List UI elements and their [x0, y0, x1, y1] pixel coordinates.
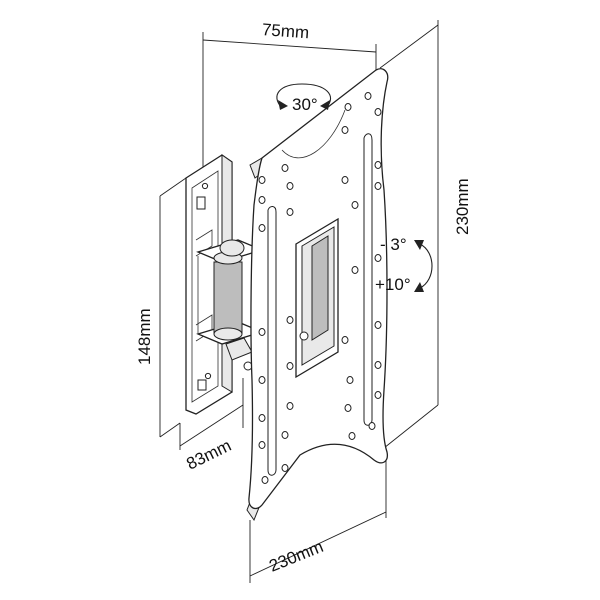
arm-knob-top: [219, 239, 245, 257]
arm-assembly: [196, 239, 264, 371]
label-tilt-down: - 3°: [380, 235, 407, 254]
tilt-arrow: [414, 240, 433, 292]
label-depth: 83mm: [183, 436, 234, 474]
tv-plate-slot-right: [363, 133, 373, 426]
wall-plate-screw-top: [201, 182, 209, 190]
wall-plate-screw-bottom: [204, 372, 212, 380]
swivel-arrow: [276, 83, 332, 110]
vesa-hole: [286, 316, 294, 324]
tilt-arrowhead-top: [414, 240, 424, 250]
label-left-height: 148mm: [135, 308, 154, 365]
right-ext-top: [379, 24, 439, 69]
vesa-hole: [348, 432, 356, 440]
vesa-hole: [258, 376, 266, 384]
vesa-hole: [374, 254, 382, 262]
tv-plate-slot-left: [267, 206, 277, 476]
vesa-hole: [374, 182, 382, 190]
vesa-hole: [258, 224, 266, 232]
vesa-hole: [374, 108, 382, 116]
vesa-hole: [344, 103, 352, 111]
vesa-hole: [261, 476, 269, 484]
label-top-width: 75mm: [261, 20, 309, 42]
wall-plate-slot-top: [196, 196, 206, 210]
arm-column: [213, 261, 243, 335]
vesa-hole: [281, 164, 289, 172]
tv-plate-center-screw: [299, 331, 309, 341]
label-bottom-width: 230mm: [266, 537, 326, 576]
label-swivel-angle: 30°: [292, 95, 318, 114]
vesa-hole: [368, 422, 376, 430]
vesa-hole: [258, 328, 266, 336]
vesa-hole: [286, 402, 294, 410]
left-ext-bottom: [159, 422, 181, 438]
vesa-hole: [344, 404, 352, 412]
dimension-lines: [159, 20, 439, 583]
label-tilt-up: +10°: [375, 275, 411, 294]
tv-plate: [246, 68, 389, 522]
right-ext-bottom: [383, 404, 439, 449]
vesa-hole: [341, 336, 349, 344]
vesa-hole: [258, 176, 266, 184]
vesa-hole: [258, 414, 266, 422]
vesa-hole: [374, 361, 382, 369]
vesa-hole: [286, 362, 294, 370]
vesa-hole: [351, 201, 359, 209]
vesa-hole: [258, 441, 266, 449]
vesa-hole: [374, 161, 382, 169]
vesa-hole: [281, 464, 289, 472]
vesa-hole: [281, 431, 289, 439]
wall-plate-slot-bottom: [197, 379, 207, 391]
arm-column-bottom: [213, 327, 243, 341]
vesa-hole: [341, 176, 349, 184]
swivel-arrowhead-left: [278, 100, 288, 110]
vesa-hole: [351, 266, 359, 274]
vesa-holes: [258, 92, 382, 484]
tv-plate-center-bracket: [311, 235, 329, 341]
tilt-arrowhead-bottom: [414, 282, 424, 292]
bottom-dimension-line: [249, 511, 387, 577]
swivel-arc: [276, 83, 332, 109]
tv-plate-notch-top: [281, 109, 346, 159]
vesa-hole: [286, 208, 294, 216]
vesa-hole: [341, 126, 349, 134]
depth-dimension-line: [179, 404, 244, 447]
swivel-arrowhead-right: [320, 100, 330, 110]
arm-screw: [243, 361, 253, 371]
vesa-hole: [258, 196, 266, 204]
wall-plate-inner: [191, 170, 219, 403]
label-right-height: 230mm: [453, 178, 472, 235]
vesa-hole: [374, 391, 382, 399]
vesa-hole: [374, 321, 382, 329]
tilt-arc: [419, 243, 433, 289]
vesa-hole: [286, 182, 294, 190]
vesa-hole: [346, 376, 354, 384]
vesa-hole: [364, 92, 372, 100]
left-ext-top: [159, 177, 187, 197]
top-dimension-line: [202, 39, 377, 53]
